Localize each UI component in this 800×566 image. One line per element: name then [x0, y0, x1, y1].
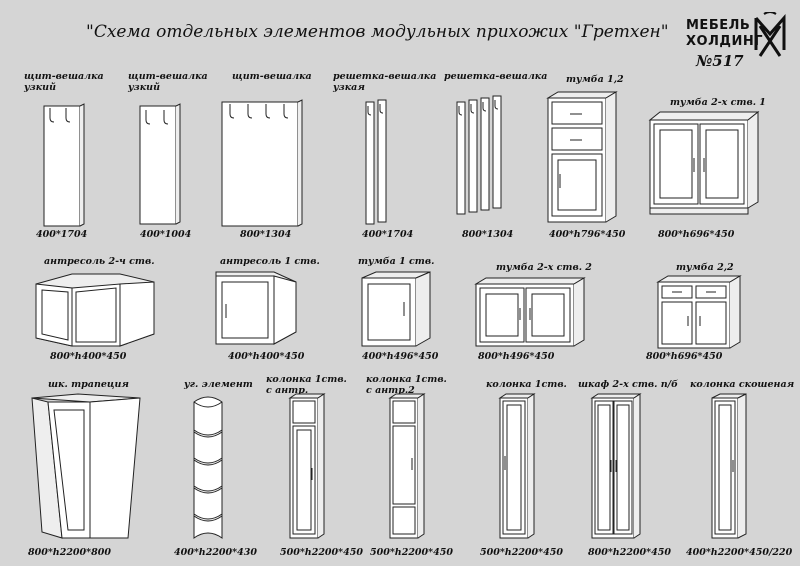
- item-dims-5: 400*h796*450: [549, 229, 626, 240]
- column-1-door: [498, 393, 536, 539]
- rack-hanger-1304: [456, 95, 502, 215]
- catalog-number: №517: [696, 52, 744, 70]
- wardrobe-2-door: [590, 393, 642, 539]
- panel-hanger-narrow-1704: [43, 103, 85, 227]
- item-label-4: решетка-вешалка: [444, 71, 548, 82]
- corner-element: [193, 396, 223, 539]
- logo-line1: МЕБЕЛЬ: [686, 18, 751, 33]
- cabinet-2-2: [656, 275, 742, 349]
- item-dims-10: 800*h496*450: [478, 351, 555, 362]
- rack-hanger-narrow-1704: [365, 99, 387, 225]
- item-dims-0: 400*1704: [36, 229, 88, 240]
- cabinet-1-2: [546, 91, 618, 223]
- item-label-5: тумба 1,2: [566, 74, 624, 85]
- mezzanine-2-door: [35, 273, 155, 347]
- item-dims-3: 400*1704: [362, 229, 414, 240]
- item-dims-8: 400*h400*450: [228, 351, 305, 362]
- item-label-17: шкаф 2-х ств. п/б: [578, 379, 678, 390]
- cabinet-1-door: [361, 271, 431, 347]
- item-dims-4: 800*1304: [462, 229, 514, 240]
- column-beveled: [711, 393, 747, 539]
- page-title: "Схема отдельных элементов модульных при…: [86, 22, 669, 42]
- item-dims-14: 500*h2200*450: [280, 547, 363, 558]
- item-label-13: уг. элемент: [184, 379, 253, 390]
- item-label-8: антресоль 1 ств.: [220, 256, 320, 267]
- brand-logo: МЕБЕЛЬ ХОЛДИНГ №517: [686, 12, 796, 74]
- mezzanine-1-door: [215, 271, 297, 345]
- logo-line2: ХОЛДИНГ: [686, 34, 763, 49]
- column-1-door-mezzanine: [288, 393, 326, 539]
- panel-hanger-1304: [221, 99, 303, 227]
- cabinet-2-door-2: [474, 277, 586, 347]
- item-label-11: тумба 2,2: [676, 262, 734, 273]
- item-dims-15: 500*h2200*450: [370, 547, 453, 558]
- panel-hanger-narrow-1004: [139, 103, 181, 225]
- item-label-9: тумба 1 ств.: [358, 256, 435, 267]
- item-dims-16: 500*h2200*450: [480, 547, 563, 558]
- item-label-6: тумба 2-х ств. 1: [670, 97, 766, 108]
- item-dims-7: 800*h400*450: [50, 351, 127, 362]
- item-label-18: колонка скошеная: [690, 379, 795, 390]
- cabinet-2-door-1: [648, 110, 760, 215]
- logo-mark-icon: [754, 12, 786, 57]
- item-dims-11: 800*h696*450: [646, 351, 723, 362]
- item-dims-1: 400*1004: [140, 229, 192, 240]
- column-1-door-mezzanine-2: [388, 393, 426, 539]
- item-label-15: колонка 1ств.с антр.2: [366, 374, 447, 396]
- item-label-16: колонка 1ств.: [486, 379, 567, 390]
- item-label-2: щит-вешалка: [232, 71, 312, 82]
- item-dims-13: 400*h2200*430: [174, 547, 257, 558]
- item-dims-6: 800*h696*450: [658, 229, 735, 240]
- item-dims-9: 400*h496*450: [362, 351, 439, 362]
- item-label-12: шк. трапеция: [48, 379, 129, 390]
- item-label-10: тумба 2-х ств. 2: [496, 262, 592, 273]
- item-dims-12: 800*h2200*800: [28, 547, 111, 558]
- wardrobe-trapezoid: [31, 393, 141, 539]
- item-dims-18: 400*h2200*450/220: [686, 547, 793, 558]
- item-label-14: колонка 1ств.с антр.: [266, 374, 347, 396]
- item-label-7: антресоль 2-ч ств.: [44, 256, 155, 267]
- item-dims-2: 800*1304: [240, 229, 292, 240]
- item-dims-17: 800*h2200*450: [588, 547, 671, 558]
